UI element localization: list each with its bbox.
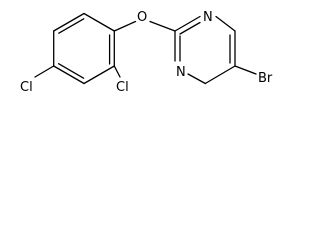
bond-ring-cl-para bbox=[34, 65, 55, 78]
bond-oxygen-pyrimidine bbox=[149, 20, 176, 32]
pyrimidine-ring bbox=[174, 15, 236, 85]
bond-pyrimidine-bromine bbox=[234, 65, 257, 75]
double-bond-inner bbox=[57, 63, 85, 79]
bond-ring-oxygen bbox=[113, 20, 137, 32]
chlorine-ortho-label: Cl bbox=[116, 80, 129, 95]
nitrogen-top-label: N bbox=[203, 10, 213, 25]
nitrogen-bottom-label: N bbox=[176, 65, 186, 80]
oxygen-label: O bbox=[137, 10, 147, 25]
bromine-label: Br bbox=[258, 71, 273, 86]
double-bond-inner bbox=[179, 21, 201, 35]
bond bbox=[187, 73, 206, 85]
bond bbox=[204, 65, 236, 85]
chlorine-para-label: Cl bbox=[20, 80, 33, 95]
double-bond-inner bbox=[58, 18, 85, 34]
bond bbox=[53, 65, 85, 85]
bond-ring-cl-ortho bbox=[113, 65, 121, 78]
bond bbox=[215, 15, 236, 32]
chemical-structure: O N N Br Cl Cl bbox=[20, 10, 273, 95]
bond bbox=[83, 65, 115, 85]
bond bbox=[174, 15, 201, 32]
bond bbox=[83, 12, 115, 32]
bond bbox=[53, 12, 85, 32]
dichlorophenyl-ring bbox=[53, 12, 115, 85]
